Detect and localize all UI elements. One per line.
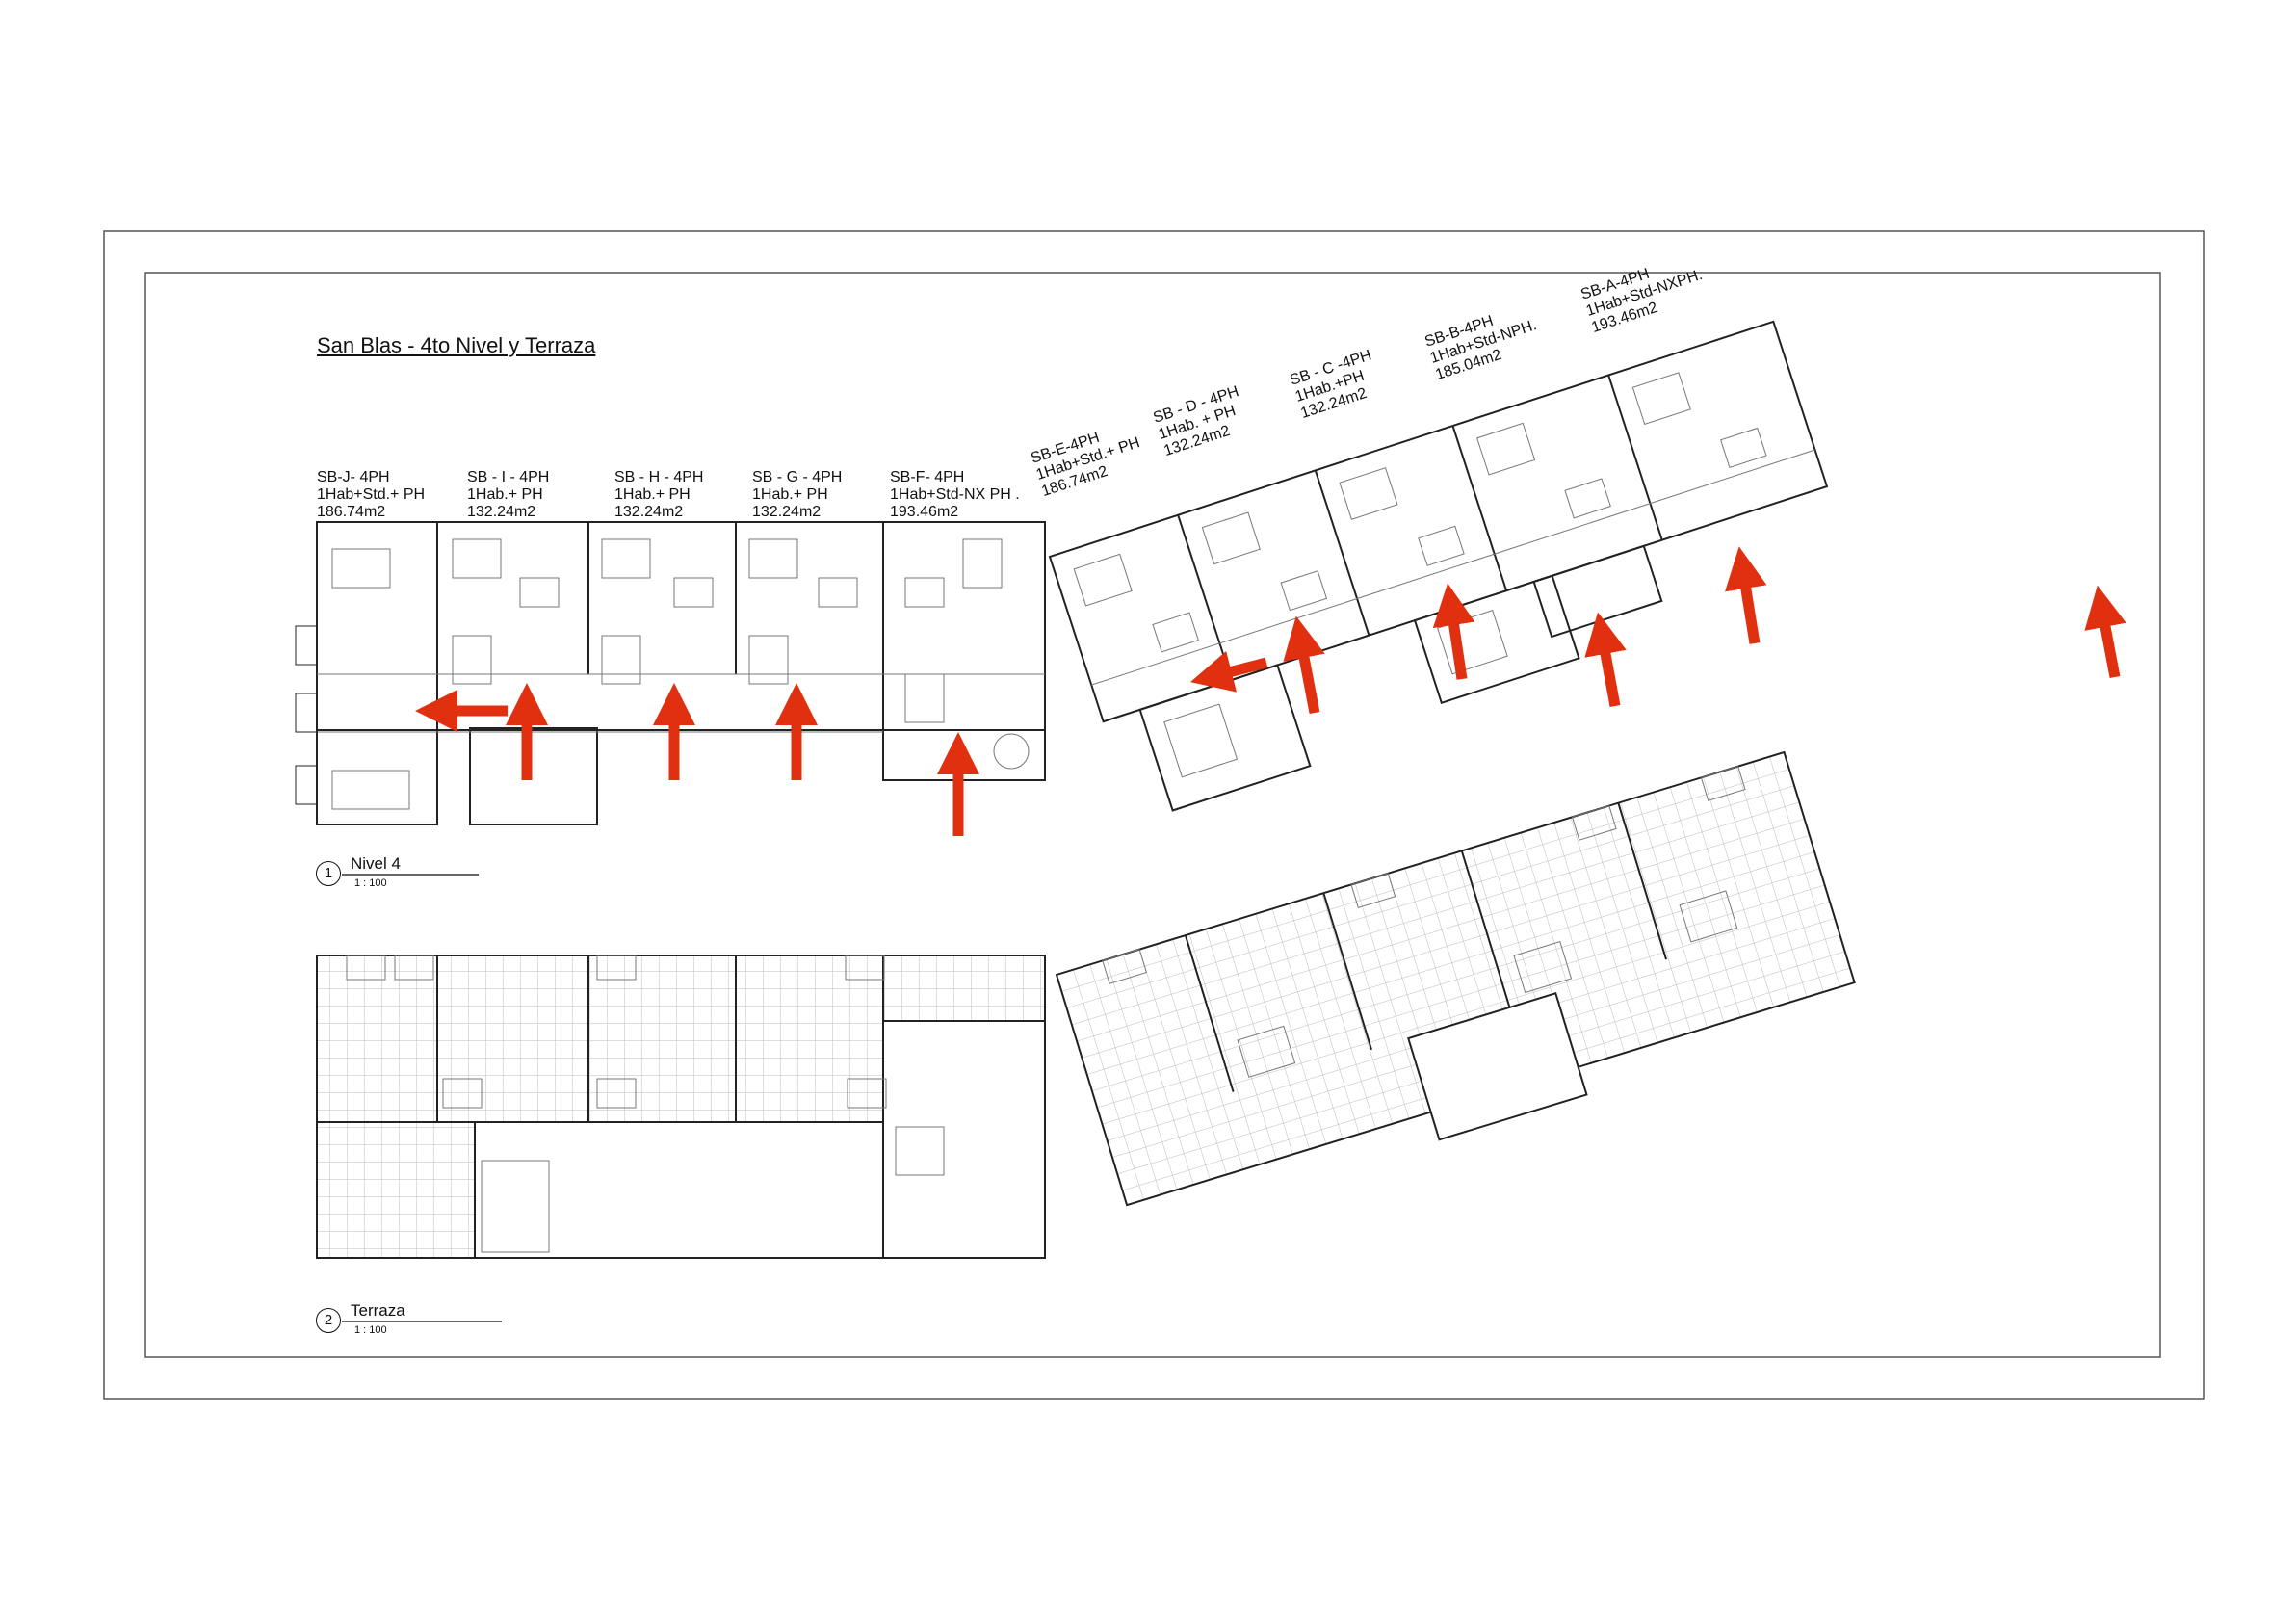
red-arrow-left xyxy=(1190,650,1268,693)
view-number-2: 2 xyxy=(316,1308,341,1333)
inner-border xyxy=(144,272,2161,1358)
unit-label-j: SB-J- 4PH 1Hab+Std.+ PH 186.74m2 xyxy=(317,469,425,521)
unit-code: SB - G - 4PH xyxy=(752,469,843,485)
unit-area: 186.74m2 xyxy=(317,504,386,520)
unit-type: 1Hab+Std.+ PH xyxy=(317,486,426,503)
unit-code: SB - H - 4PH xyxy=(614,469,704,485)
red-arrow-up xyxy=(1584,612,1627,707)
unit-type: 1Hab+Std-NX PH . xyxy=(890,486,1020,503)
red-arrow-up xyxy=(1432,583,1475,680)
unit-label-h: SB - H - 4PH 1Hab.+ PH 132.24m2 xyxy=(614,469,703,521)
terraza-plan-right xyxy=(1055,750,1856,1207)
unit-type: 1Hab.+ PH xyxy=(614,486,691,503)
unit-label-i: SB - I - 4PH 1Hab.+ PH 132.24m2 xyxy=(467,469,549,521)
unit-area: 132.24m2 xyxy=(752,504,822,520)
nivel4-plan-left xyxy=(295,521,1046,825)
view-number-1: 1 xyxy=(316,861,341,886)
unit-type: 1Hab.+ PH xyxy=(752,486,828,503)
view-name-1: Nivel 4 xyxy=(351,854,401,873)
unit-area: 193.46m2 xyxy=(890,504,959,520)
red-arrow-up xyxy=(1283,615,1325,715)
red-arrow-up xyxy=(1725,546,1767,644)
unit-label-g: SB - G - 4PH 1Hab.+ PH 132.24m2 xyxy=(752,469,842,521)
unit-code: SB-F- 4PH xyxy=(890,469,965,485)
unit-area: 132.24m2 xyxy=(467,504,536,520)
unit-code: SB-J- 4PH xyxy=(317,469,390,485)
outer-border xyxy=(103,230,2205,1400)
red-arrow-up xyxy=(2084,585,2126,679)
sheet-title: San Blas - 4to Nivel y Terraza xyxy=(317,333,596,357)
nivel4-plan-right xyxy=(1048,320,1829,812)
view-scale-2: 1 : 100 xyxy=(354,1324,387,1336)
view-name-2: Terraza xyxy=(351,1301,405,1320)
unit-area: 132.24m2 xyxy=(614,504,684,520)
terraza-plan-left xyxy=(316,955,1046,1259)
unit-code: SB - I - 4PH xyxy=(467,469,550,485)
view-scale-1: 1 : 100 xyxy=(354,877,387,889)
unit-label-f: SB-F- 4PH 1Hab+Std-NX PH . 193.46m2 xyxy=(890,469,1020,521)
unit-type: 1Hab.+ PH xyxy=(467,486,543,503)
